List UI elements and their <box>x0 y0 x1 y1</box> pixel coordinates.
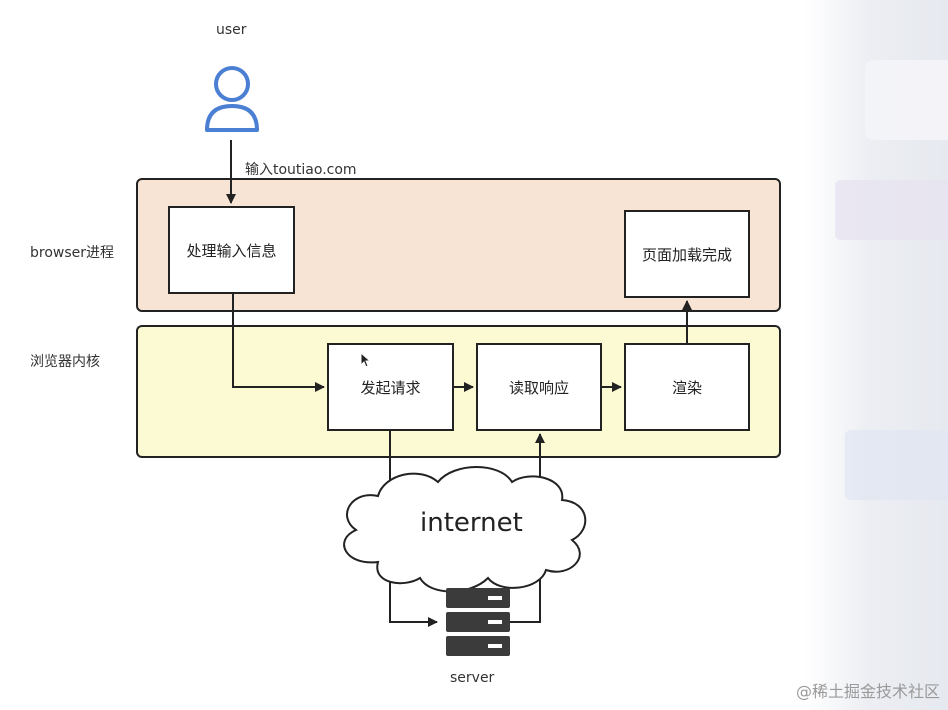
input-url-label: 输入toutiao.com <box>245 162 357 178</box>
background-shape <box>845 430 948 500</box>
browser-process-label: browser进程 <box>30 245 115 261</box>
internet-cloud-icon <box>343 466 587 593</box>
render-text: 渲染 <box>671 378 702 397</box>
read-response-box: 读取响应 <box>476 343 602 431</box>
read-response-text: 读取响应 <box>508 378 569 397</box>
browser-kernel-label: 浏览器内核 <box>30 354 100 370</box>
page-loaded-box: 页面加载完成 <box>624 210 750 298</box>
server-icon <box>446 588 510 656</box>
user-icon <box>205 66 259 132</box>
handle-input-text: 处理输入信息 <box>186 241 277 260</box>
page-loaded-text: 页面加载完成 <box>641 245 732 264</box>
server-label: server <box>450 670 495 686</box>
send-request-box: 发起请求 <box>327 343 454 431</box>
background-shape <box>835 180 948 240</box>
watermark: @稀土掘金技术社区 <box>795 682 940 701</box>
mouse-cursor-icon <box>360 352 372 368</box>
send-request-text: 发起请求 <box>360 378 421 397</box>
arrow-input-to-request <box>232 294 325 392</box>
user-label: user <box>216 22 247 38</box>
background-shape <box>865 60 948 140</box>
internet-label: internet <box>420 508 523 538</box>
background-blur <box>805 0 948 710</box>
handle-input-box: 处理输入信息 <box>168 206 295 294</box>
render-box: 渲染 <box>624 343 750 431</box>
